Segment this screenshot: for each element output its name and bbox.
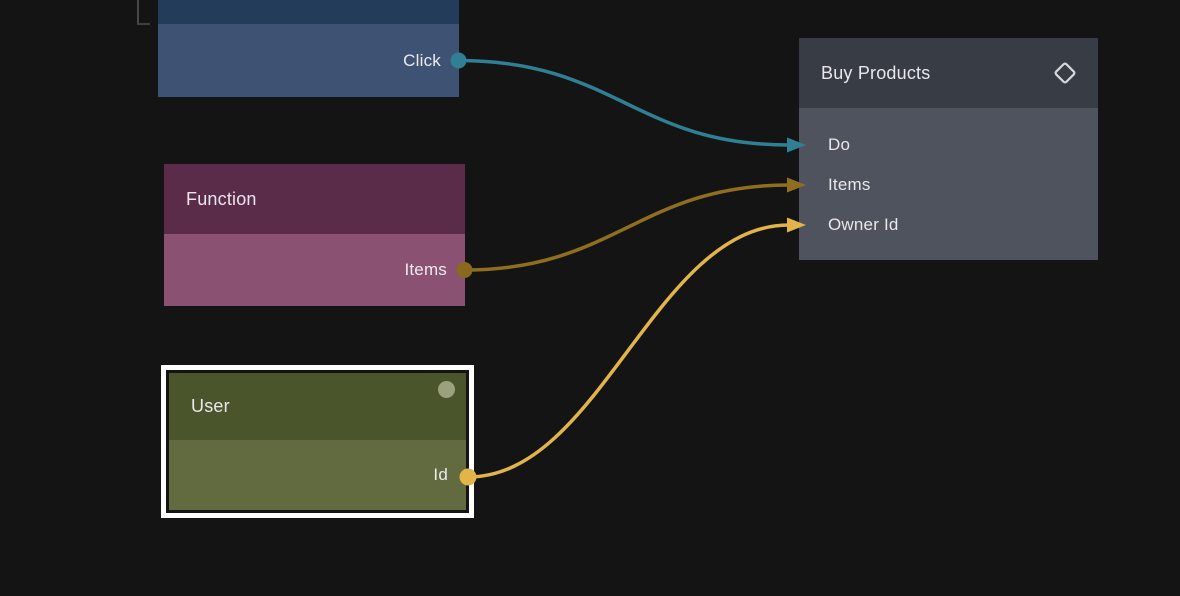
node-click-event[interactable]: Click — [158, 0, 459, 97]
node-header — [158, 0, 459, 24]
node-user[interactable]: User Id — [169, 373, 466, 510]
node-body: Items — [164, 234, 465, 306]
selection-outline: User Id — [161, 365, 474, 518]
node-function[interactable]: Function Items — [164, 164, 465, 306]
node-header: Function — [164, 164, 465, 234]
port-label: Items — [828, 175, 871, 194]
input-port-items[interactable]: Items — [799, 165, 1098, 205]
node-header: Buy Products — [799, 38, 1098, 108]
node-title: User — [191, 396, 230, 416]
port-label: Owner Id — [828, 215, 899, 234]
node-body: Do Items Owner Id — [799, 108, 1098, 260]
node-body: Id — [169, 440, 466, 510]
node-buy-products[interactable]: Buy Products Do Items Owner Id — [799, 38, 1098, 260]
output-port-items[interactable]: Items — [164, 234, 465, 306]
node-body: Click — [158, 24, 459, 97]
corner-bracket — [137, 0, 150, 25]
port-label: Do — [828, 135, 851, 154]
node-title: Function — [186, 188, 257, 209]
node-header: User — [169, 373, 466, 440]
input-port-owner-id[interactable]: Owner Id — [799, 205, 1098, 245]
output-port-click[interactable]: Click — [158, 24, 459, 97]
port-label: Id — [433, 465, 448, 484]
wire-id-to-owner-id[interactable] — [466, 223, 791, 479]
diamond-icon — [1054, 62, 1076, 84]
wire-items-to-items[interactable] — [462, 183, 791, 272]
port-label: Click — [403, 50, 441, 70]
input-port-do[interactable]: Do — [799, 125, 1098, 165]
port-label: Items — [404, 260, 447, 279]
output-port-id[interactable]: Id — [169, 440, 466, 510]
wire-click-to-do[interactable] — [456, 58, 791, 147]
status-dot — [438, 381, 455, 398]
node-title: Buy Products — [821, 62, 931, 83]
